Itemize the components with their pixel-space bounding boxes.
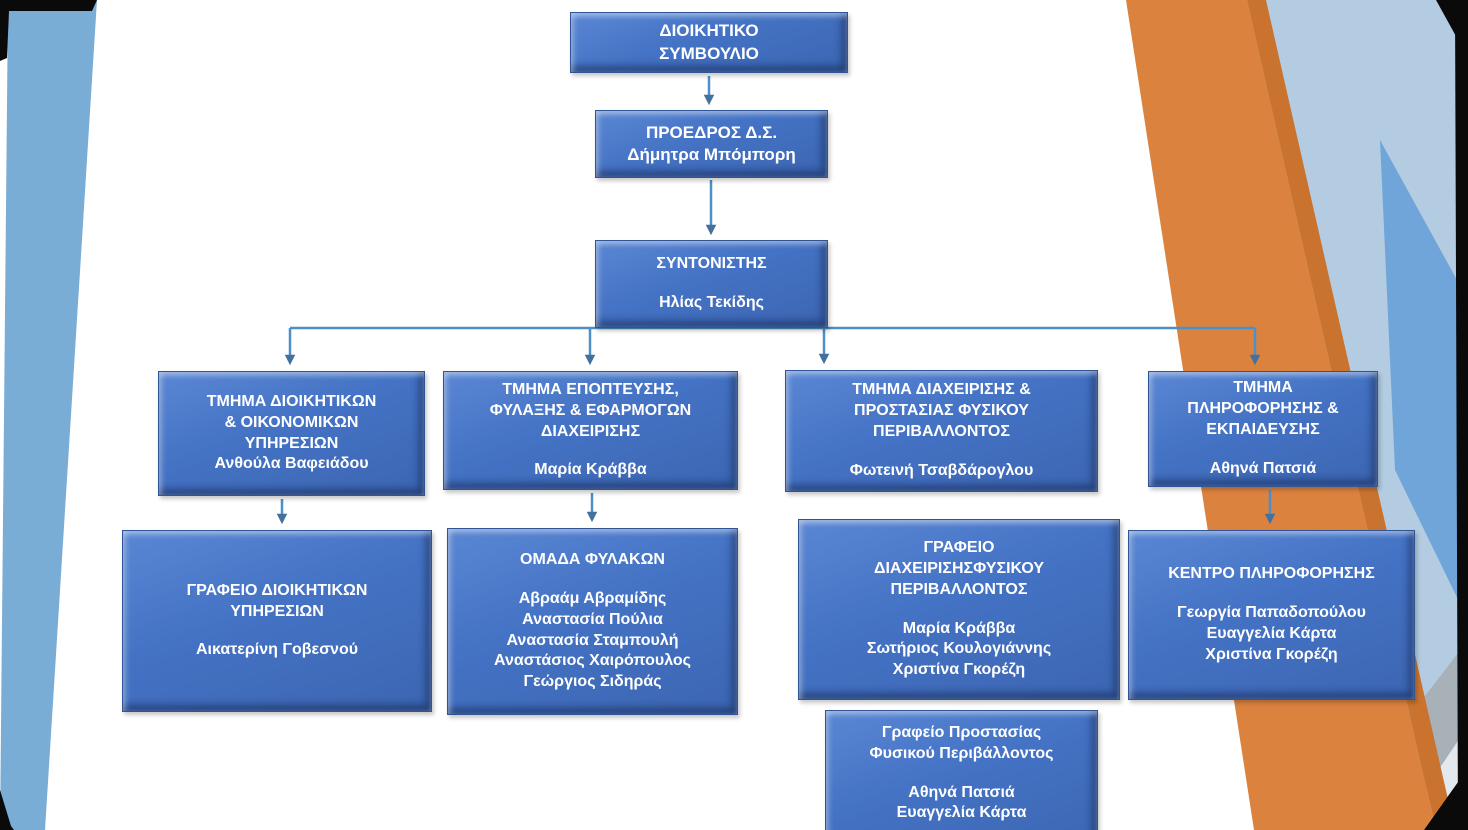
node-guards-team-names: Αβραάμ Αβραμίδης Αναστασία Πούλια Αναστα… (494, 589, 691, 691)
node-coordinator-names: Ηλίας Τεκίδης (659, 294, 764, 311)
node-dept-environment: ΤΜΗΜΑ ΔΙΑΧΕΙΡΙΣΗΣ & ΠΡΟΣΤΑΣΙΑΣ ΦΥΣΙΚΟΥ Π… (785, 370, 1098, 492)
node-office-protection-names: Αθηνά Πατσιά Ευαγγελία Κάρτα (896, 783, 1027, 822)
top-left-black-edge (0, 0, 97, 11)
bottom-left-black-edge (0, 790, 14, 830)
node-president-names: Δήμητρα Μπόμπορη (627, 145, 796, 164)
node-info-center-names: Γεωργία Παπαδοπούλου Ευαγγελία Κάρτα Χρι… (1177, 604, 1366, 663)
node-guards-team: ΟΜΑΔΑ ΦΥΛΑΚΩΝ Αβραάμ Αβραμίδης Αναστασία… (447, 528, 738, 715)
right-black-edge (1455, 0, 1468, 830)
node-president-title: ΠΡΟΕΔΡΟΣ Δ.Σ. (645, 122, 778, 142)
node-president: ΠΡΟΕΔΡΟΣ Δ.Σ. Δήμητρα Μπόμπορη (595, 110, 828, 178)
node-info-center: ΚΕΝΤΡΟ ΠΛΗΡΟΦΟΡΗΣΗΣ Γεωργία Παπαδοπούλου… (1128, 530, 1415, 700)
bottom-right-black-corner (1424, 768, 1468, 830)
node-guards-team-title: ΟΜΑΔΑ ΦΥΛΑΚΩΝ (520, 551, 665, 569)
top-right-black-corner (1436, 0, 1468, 58)
node-dept-admin: ΤΜΗΜΑ ΔΙΟΙΚΗΤΙΚΩΝ & ΟΙΚΟΝΟΜΙΚΩΝ ΥΠΗΡΕΣΙΩ… (158, 371, 425, 496)
node-dept-information: ΤΜΗΜΑ ΠΛΗΡΟΦΟΡΗΣΗΣ & ΕΚΠΑΙΔΕΥΣΗΣ Αθηνά Π… (1148, 371, 1378, 487)
node-board: ΔΙΟΙΚΗΤΙΚΟ ΣΥΜΒΟΥΛΙΟ (570, 12, 848, 73)
node-office-admin: ΓΡΑΦΕΙΟ ΔΙΟΙΚΗΤΙΚΩΝ ΥΠΗΡΕΣΙΩΝ Αικατερίνη… (122, 530, 432, 712)
node-coordinator-title: ΣΥΝΤΟΝΙΣΤΗΣ (656, 255, 767, 273)
node-info-center-title: ΚΕΝΤΡΟ ΠΛΗΡΟΦΟΡΗΣΗΣ (1168, 565, 1375, 583)
node-coordinator: ΣΥΝΤΟΝΙΣΤΗΣ Ηλίας Τεκίδης (595, 240, 828, 328)
node-dept-environment-title: ΤΜΗΜΑ ΔΙΑΧΕΙΡΙΣΗΣ & ΠΡΟΣΤΑΣΙΑΣ ΦΥΣΙΚΟΥ Π… (852, 381, 1031, 440)
node-dept-supervision-title: ΤΜΗΜΑ ΕΠΟΠΤΕΥΣΗΣ, ΦΥΛΑΞΗΣ & ΕΦΑΡΜΟΓΩΝ ΔΙ… (489, 380, 692, 440)
node-dept-supervision-names: Μαρία Κράββα (534, 461, 647, 479)
node-office-environment: ΓΡΑΦΕΙΟ ΔΙΑΧΕΙΡΙΣΗΣΦΥΣΙΚΟΥ ΠΕΡΙΒΑΛΛΟΝΤΟΣ… (798, 519, 1120, 700)
node-dept-environment-names: Φωτεινή Τσαβδάρογλου (849, 461, 1034, 479)
left-black-sliver (0, 11, 9, 61)
node-office-admin-title: ΓΡΑΦΕΙΟ ΔΙΟΙΚΗΤΙΚΩΝ ΥΠΗΡΕΣΙΩΝ (186, 581, 368, 620)
node-dept-admin-title: ΤΜΗΜΑ ΔΙΟΙΚΗΤΙΚΩΝ & ΟΙΚΟΝΟΜΙΚΩΝ ΥΠΗΡΕΣΙΩ… (206, 392, 377, 452)
node-office-protection: Γραφείο Προστασίας Φυσικού Περιβάλλοντος… (825, 710, 1098, 830)
node-dept-information-names: Αθηνά Πατσιά (1209, 459, 1317, 477)
node-dept-admin-names: Ανθούλα Βαφειάδου (214, 455, 369, 473)
left-blue-band (0, 0, 97, 830)
node-office-admin-names: Αικατερίνη Γοβεσνού (195, 641, 359, 659)
node-office-environment-names: Μαρία Κράββα Σωτήριος Κουλογιάννης Χριστ… (866, 619, 1052, 679)
node-office-protection-title: Γραφείο Προστασίας Φυσικού Περιβάλλοντος (869, 724, 1054, 762)
right-mid-blue-wedge (1380, 140, 1468, 620)
node-dept-information-title: ΤΜΗΜΑ ΠΛΗΡΟΦΟΡΗΣΗΣ & ΕΚΠΑΙΔΕΥΣΗΣ (1187, 379, 1339, 438)
node-board-title: ΔΙΟΙΚΗΤΙΚΟ ΣΥΜΒΟΥΛΙΟ (659, 21, 759, 63)
node-office-environment-title: ΓΡΑΦΕΙΟ ΔΙΑΧΕΙΡΙΣΗΣΦΥΣΙΚΟΥ ΠΕΡΙΒΑΛΛΟΝΤΟΣ (873, 539, 1045, 598)
node-dept-supervision: ΤΜΗΜΑ ΕΠΟΠΤΕΥΣΗΣ, ΦΥΛΑΞΗΣ & ΕΦΑΡΜΟΓΩΝ ΔΙ… (443, 371, 738, 490)
